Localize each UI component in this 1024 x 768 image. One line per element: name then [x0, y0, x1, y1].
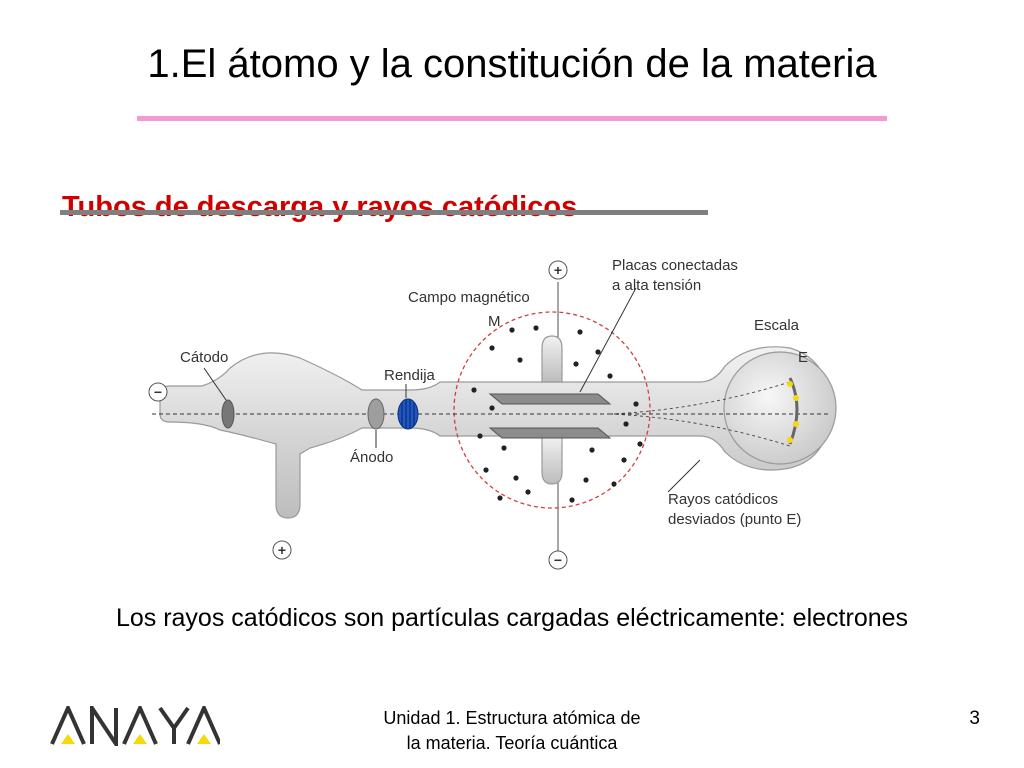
plus-symbol-top	[548, 260, 568, 280]
minus-symbol-cathode	[148, 382, 168, 402]
title-underline	[137, 116, 887, 121]
svg-text:+: +	[554, 262, 562, 278]
label-magnetic-field: Campo magnético	[408, 289, 530, 306]
anode	[367, 398, 385, 430]
cathode-leader	[203, 367, 227, 401]
minus-symbol-bottom	[548, 550, 568, 570]
page-number: 3	[969, 708, 980, 729]
magnetic-field-dots	[471, 325, 643, 503]
footer-unit-info: Unidad 1. Estructura atómica de la mater…	[356, 706, 668, 756]
slit	[397, 398, 419, 430]
conclusion-statement: Los rayos catódicos son partículas carga…	[115, 604, 909, 632]
scale-impact-marks	[787, 381, 799, 443]
plus-symbol-anode	[272, 540, 292, 560]
label-rays-line2: desviados (punto E)	[668, 511, 801, 528]
label-rays-line1: Rayos catódicos	[668, 491, 778, 508]
label-scale: Escala	[754, 317, 800, 334]
lower-deflection-plate	[488, 427, 612, 439]
label-scale-e: E	[798, 349, 808, 366]
anaya-logo	[50, 706, 220, 746]
label-cathode: Cátodo	[180, 349, 228, 366]
slide-title: 1.El átomo y la constitución de la mater…	[147, 42, 877, 86]
label-magnetic-field-m: M	[488, 313, 501, 330]
plates-leader	[579, 287, 637, 393]
footer-unit-line2: la materia. Teoría cuántica	[406, 733, 618, 753]
section-heading: Tubos de descarga y rayos catódicos	[62, 191, 578, 223]
heading-strike-line	[60, 210, 708, 215]
label-plates-line1: Placas conectadas	[612, 257, 738, 274]
magnetic-field-circle	[453, 311, 651, 509]
label-anode: Ánodo	[350, 449, 393, 466]
label-plates-line2: a alta tensión	[612, 277, 701, 294]
rays-leader	[667, 459, 701, 493]
label-slit: Rendija	[384, 367, 436, 384]
cathode	[221, 399, 235, 429]
deflected-rays	[609, 381, 791, 447]
svg-text:−: −	[154, 384, 162, 400]
upper-deflection-plate	[488, 393, 612, 405]
svg-text:−: −	[554, 552, 562, 568]
charge-symbols: + − − +	[148, 260, 568, 570]
footer-unit-line1: Unidad 1. Estructura atómica de	[383, 708, 641, 728]
cathode-ray-tube-diagram: + − − + Cátodo Ánodo Rendija Campo magné…	[148, 257, 837, 570]
svg-text:+: +	[278, 542, 286, 558]
